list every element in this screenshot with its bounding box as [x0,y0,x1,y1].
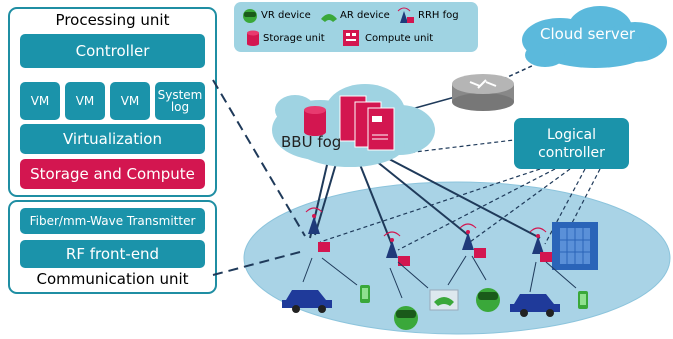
vr-device-icon-2 [476,288,500,312]
logical-controller-label: Logical controller [538,126,605,161]
bbu-storage-icon [304,106,326,136]
car-icon-1 [282,290,332,313]
vm-box-1: VM [20,82,60,120]
storage-unit-legend-icon [247,30,259,46]
controller-rrh-link-1 [319,168,541,243]
rf-frontend-box: RF front-end [20,240,205,268]
bbu-rrh-link-3 [364,151,469,236]
phone-icon-2 [578,291,588,309]
communication-unit-title: Communication unit [36,270,189,288]
legend-storage-label: Storage unit [263,33,325,44]
car-icon-2 [510,294,560,317]
coverage-area [243,181,671,335]
processing-unit-title: Processing unit [55,11,170,29]
legend: VR device AR device RRH fog Storage unit… [234,2,478,52]
arrow-2 [321,257,358,286]
rrh-fog-legend-icon [397,7,414,23]
legend-compute-label: Compute unit [365,33,434,44]
ar-device-legend-icon [321,14,337,22]
controller-rrh-link-2 [397,168,556,251]
storage-compute-box: Storage and Compute [20,159,205,189]
legend-ar-label: AR device [340,10,390,21]
rrh-tower-icon-4 [529,227,552,262]
cloud-server-shape [522,6,667,68]
legend-rrh-label: RRH fog [418,10,459,21]
rrh-tower-icon-2 [383,231,410,266]
arrow-8 [545,261,577,289]
bbu-rrh-link-2 [354,151,393,246]
arrow-6 [471,255,487,281]
bbu-fog-label: BBU fog [281,133,342,151]
bbu-compute-icon [339,95,395,151]
processing-unit-panel: Processing unit Controller VM VM VM Syst… [8,7,217,197]
bbu-rrh-link-4 [371,149,541,239]
communication-unit-panel: Fiber/mm-Wave Transmitter RF front-end C… [8,200,217,294]
building-icon [552,222,598,270]
arrow-5 [447,255,467,286]
vr-device-legend-icon [243,9,257,23]
arrow-3 [389,267,403,299]
controller-rrh-link-4 [544,168,586,245]
vr-device-icon-1 [394,306,418,330]
cloud-server-label: Cloud server [540,25,636,43]
router-icon [452,74,514,111]
rrh-tower-icon-3 [459,223,486,258]
controller-rrh-link-5 [557,168,601,251]
rrh-tower-icon-1 [305,207,330,252]
arrow-1 [302,257,313,283]
compute-unit-legend-icon [343,30,359,46]
system-log-box: System log [155,82,205,120]
virtualization-box: Virtualization [20,124,205,154]
arrow-4 [397,261,429,289]
legend-vr-label: VR device [261,10,311,21]
vm-box-2: VM [65,82,105,120]
arrow-7 [529,261,537,293]
controller-box: Controller [20,34,205,68]
dashed-link-processing [212,79,306,237]
ar-device-icon [429,289,459,311]
logical-controller-box: Logical controller [514,118,629,169]
phone-icon-1 [360,285,370,303]
transmitter-box: Fiber/mm-Wave Transmitter [20,208,205,234]
vm-box-3: VM [110,82,150,120]
